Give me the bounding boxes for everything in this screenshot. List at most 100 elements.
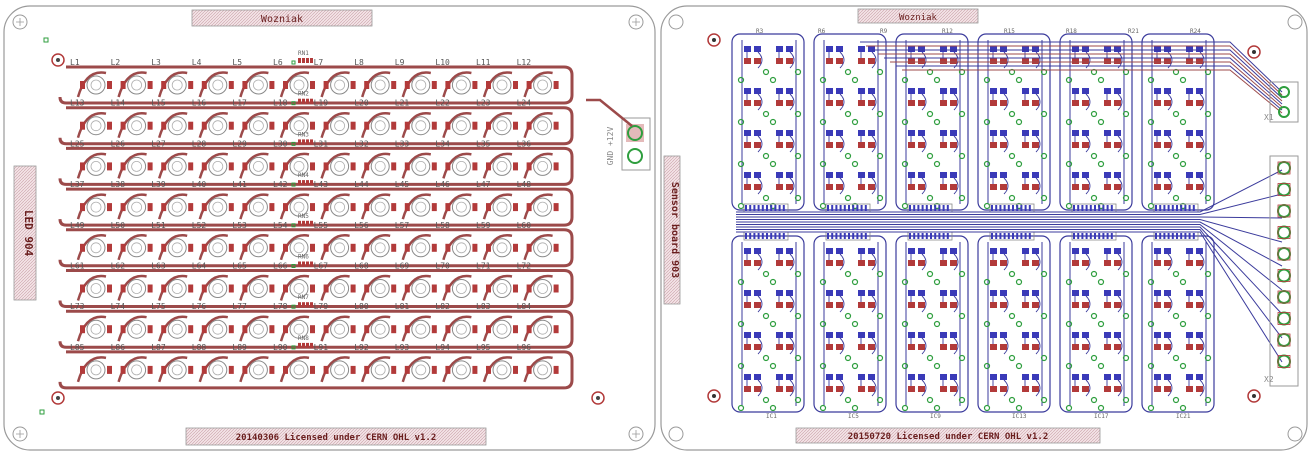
sensor-pad (908, 302, 915, 308)
led-label: L67 (314, 262, 329, 271)
sensor-pad (1104, 290, 1111, 296)
via (819, 160, 827, 168)
led-link-trace (442, 111, 472, 139)
via (958, 194, 966, 202)
led-footprint (451, 116, 471, 136)
sensor-pad (918, 302, 925, 308)
led-lens (90, 283, 102, 294)
sensor-pad (776, 172, 783, 178)
sensor-pad (1164, 100, 1171, 106)
sensor-pad (836, 302, 843, 308)
via (844, 270, 852, 278)
led-lens (455, 283, 467, 294)
sensor-link-trace (778, 177, 795, 195)
sensor-pad (868, 344, 875, 350)
led-pad (513, 121, 518, 130)
block-label: R21 (1128, 28, 1139, 35)
led-footprint (492, 360, 512, 380)
led-label: L78 (273, 302, 288, 311)
sensor-pad (754, 88, 761, 94)
led-label: L17 (232, 99, 247, 108)
sensor-pad (1022, 88, 1029, 94)
sensor-pad (1186, 58, 1193, 64)
sensor-pad (754, 100, 761, 106)
ic-pin (1180, 205, 1183, 211)
led-pad (472, 121, 478, 130)
via (901, 320, 909, 328)
sensor-pad (826, 344, 833, 350)
led-label: L70 (435, 262, 450, 271)
led-footprint (289, 156, 309, 176)
resistor-pad (310, 98, 313, 104)
sensor-pad (744, 332, 751, 338)
resistor-pad (306, 98, 309, 104)
sensor-pad (754, 344, 761, 350)
sensor-link-trace (860, 295, 877, 313)
led-lens (90, 201, 102, 213)
sensor-link-trace (910, 253, 927, 271)
sensor-pad (1082, 344, 1089, 350)
ic-pin (761, 205, 764, 211)
via (1097, 320, 1105, 328)
sensor-pad (858, 184, 865, 190)
mounting-hole (1287, 14, 1303, 30)
led-lens (455, 120, 467, 132)
led-footprint (208, 116, 228, 136)
led-pad (120, 325, 126, 334)
led-pad (242, 325, 248, 334)
led-pad (513, 162, 518, 171)
sensor-pad (868, 58, 875, 64)
led-pad (513, 284, 518, 293)
resistor-pad (302, 261, 305, 267)
led-link-trace (239, 152, 269, 179)
sensor-pad (908, 172, 915, 178)
led-lens (415, 201, 427, 213)
led-link-trace (117, 71, 147, 98)
sensor-pad (918, 58, 925, 64)
sensor-pad (744, 386, 751, 392)
ic-pin (1003, 233, 1006, 239)
sensor-pad (1154, 58, 1161, 64)
sensor-pad (836, 172, 843, 178)
sensor-pad (918, 374, 925, 380)
led-footprint (248, 360, 268, 380)
sensor-pad (918, 332, 925, 338)
sensor-pad (1114, 386, 1121, 392)
sensor-pad (754, 290, 761, 296)
ic-pin (1085, 233, 1088, 239)
via (1179, 278, 1187, 286)
led-pad (147, 325, 153, 334)
led-label: L63 (151, 262, 166, 271)
ic-label: IC13 (1012, 413, 1027, 420)
led-pad (120, 243, 126, 252)
led-lens (252, 201, 264, 213)
via (1179, 76, 1187, 84)
sensor-link-trace (828, 51, 845, 69)
led-pad (201, 365, 207, 374)
led-pad (228, 284, 234, 293)
led-pad (364, 243, 370, 252)
sensor-pad (826, 46, 833, 52)
sensor-pad (1154, 332, 1161, 338)
via (876, 152, 884, 160)
sensor-pad (786, 46, 793, 52)
led-footprint (208, 75, 228, 95)
sensor-pad (826, 260, 833, 266)
led-link-trace (76, 71, 107, 98)
via (901, 202, 909, 210)
ic-pin (778, 233, 781, 239)
sensor-link-trace (992, 93, 1009, 111)
sensor-pad (1154, 290, 1161, 296)
ic-pin (999, 233, 1002, 239)
via (844, 68, 852, 76)
sensor-board-bottom-label: 20150720 Licensed under CERN OHL v1.2 (848, 431, 1048, 442)
led-link-trace (279, 234, 310, 261)
led-footprint (370, 156, 390, 176)
sensor-link-trace (746, 253, 763, 271)
sensor-pad (858, 332, 865, 338)
via (762, 152, 770, 160)
sensor-pad (836, 290, 843, 296)
via (1008, 110, 1016, 118)
ic-pin (745, 233, 747, 239)
